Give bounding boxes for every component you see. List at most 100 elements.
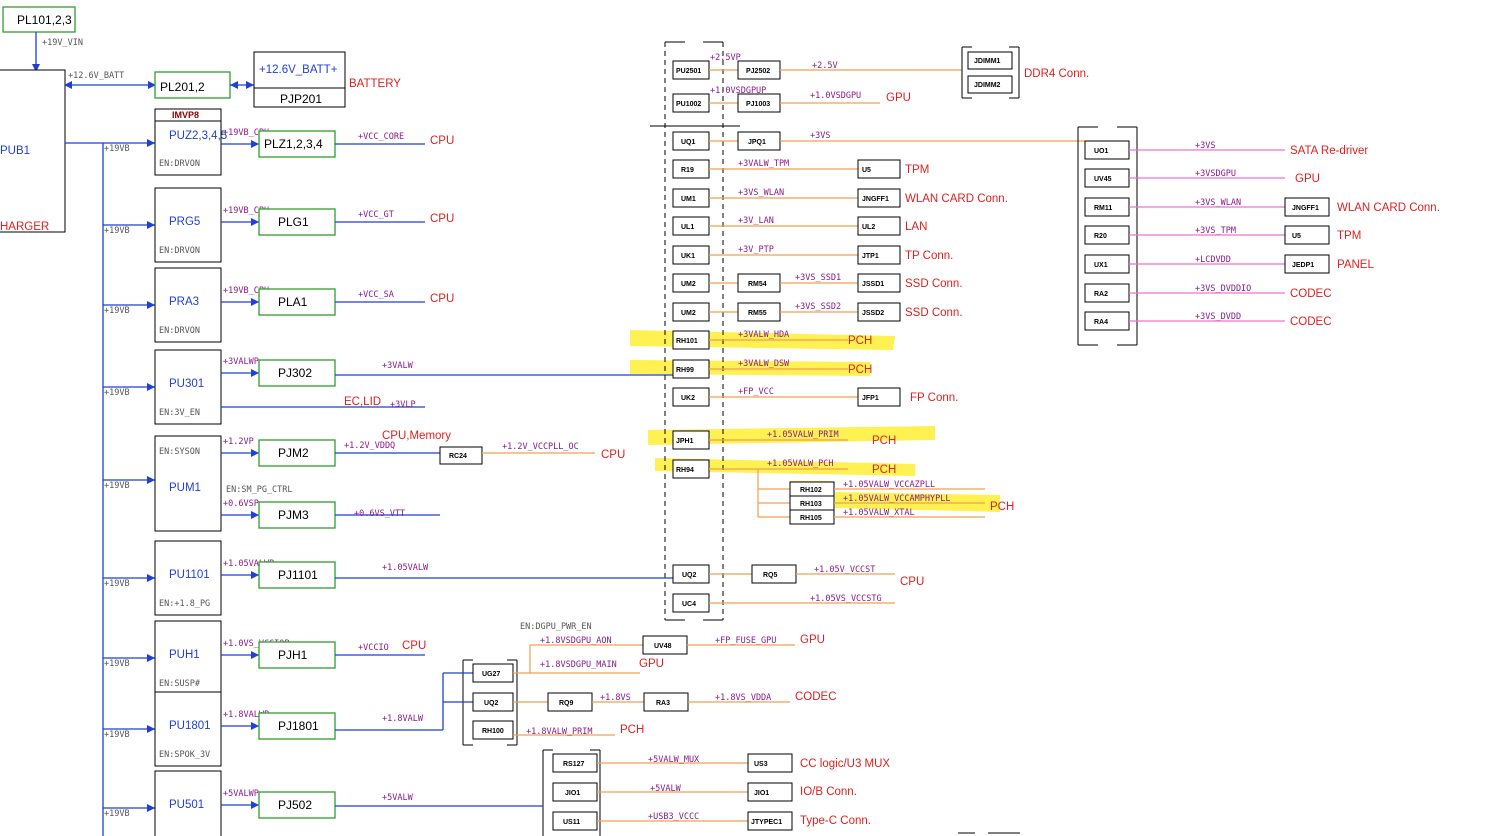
right-switch-ref: RA2 — [1094, 291, 1108, 298]
bus-net: +19VB — [104, 226, 130, 236]
switch-ref: UL1 — [681, 224, 694, 231]
right-net: +3VS_DVDD — [1195, 312, 1241, 322]
target-box — [857, 273, 901, 293]
rq5: RQ5 — [763, 572, 778, 579]
jio1b-box — [747, 782, 793, 802]
right-target-ref: JNGFF1 — [1292, 205, 1319, 212]
pch-18prim-dest: PCH — [620, 724, 644, 736]
output-box — [258, 712, 336, 740]
switch-ref: UK1 — [681, 253, 695, 260]
output-ref: PJ1801 — [278, 719, 319, 733]
enable-net: EN:SPOK_3V — [159, 750, 210, 760]
output-net: +1.8VALW — [382, 714, 424, 724]
ra3: RA3 — [656, 700, 670, 707]
target-ref: JTP1 — [862, 253, 879, 260]
switch-ref: R19 — [681, 167, 694, 174]
charger-box — [0, 69, 66, 233]
rh100-box — [472, 720, 514, 740]
pch-sub-ref: RH105 — [800, 515, 822, 522]
middle-frame — [650, 41, 740, 621]
controller-box — [154, 691, 222, 767]
output-ref: PLG1 — [278, 215, 309, 229]
row-net: +3VS_SSD1 — [795, 273, 841, 283]
controller-box — [154, 108, 222, 176]
switch-ref: UM1 — [681, 196, 696, 203]
vccst-group: UQ2 RQ5 +1.05V_VCCST UC4 +1.05VS_VCCSTG … — [335, 564, 924, 613]
target-box — [857, 302, 901, 322]
controller-box — [154, 267, 222, 343]
source-label: PL101,2,3 — [17, 13, 72, 27]
controller-ref: PU1801 — [169, 720, 211, 732]
net-5valw: +5VALW — [650, 784, 682, 794]
charger-label: HARGER — [0, 221, 49, 233]
enable-net: EN:+1.8_PG — [159, 599, 210, 609]
jdimm2-box — [967, 75, 1013, 94]
extra-dest: EC,LID — [344, 396, 381, 408]
input-net: +1.05VALWP — [223, 559, 274, 569]
output-dest: CPU — [402, 640, 426, 652]
output-net: +VCC_GT — [358, 210, 394, 220]
row-dest: SSD Conn. — [905, 307, 963, 319]
charger-ref: PUB1 — [0, 145, 30, 157]
pch-sub-net: +1.05VALW_VCCAZPLL — [843, 480, 935, 490]
output-dest: CPU — [430, 293, 454, 305]
controller-box — [154, 770, 222, 836]
rs127: RS127 — [563, 761, 585, 768]
controller-ref: PRA3 — [169, 296, 199, 308]
uv48: UV48 — [654, 643, 672, 650]
mid-ref: RC24 — [449, 453, 467, 460]
uc4: UC4 — [682, 601, 696, 608]
input-net: +3VALWP — [223, 357, 259, 367]
row-net: +1.05VALW_PRIM — [767, 430, 839, 440]
net-vccst: +1.05V_VCCST — [814, 565, 875, 575]
rq9: RQ9 — [559, 700, 574, 707]
output-box — [258, 359, 336, 387]
controller-ref: PUM1 — [169, 482, 201, 494]
row-net: +3VALW_TPM — [738, 159, 789, 169]
right-switch-ref: UO1 — [1094, 148, 1109, 155]
right-switch-ref: UV45 — [1094, 176, 1112, 183]
enable-net: EN:SYSON — [159, 447, 200, 457]
target-ref: UL2 — [862, 224, 875, 231]
pu1002: PU1002 — [676, 101, 701, 108]
switch-ref: JPH1 — [676, 438, 694, 445]
batt-net: +12.6V_BATT — [68, 71, 124, 81]
pch-sub-ref: RH103 — [800, 501, 822, 508]
output-ref: PLZ1,2,3,4 — [264, 137, 323, 151]
input-net: +5VALWP — [223, 789, 259, 799]
vin-net: +19V_VIN — [42, 38, 83, 48]
output-ref-2: PJM3 — [278, 508, 309, 522]
ddr-gpu-top: PU2501 +2.5VP PJ2502 +2.5V JDIMM1 JDIMM2… — [672, 46, 1089, 113]
net-fuse: +FP_FUSE_GPU — [715, 636, 776, 646]
switch-ref: RH99 — [676, 367, 694, 374]
source-box — [2, 6, 76, 33]
rh100: RH100 — [482, 728, 504, 735]
right-switch-ref: RA4 — [1094, 319, 1108, 326]
us3: US3 — [754, 761, 768, 768]
pch-sub-net: +1.05VALW_XTAL — [843, 508, 915, 518]
mid-box — [439, 446, 483, 465]
target-ref: JSSD2 — [862, 310, 884, 317]
output-net-2: +0.6VS_VTT — [354, 509, 405, 519]
controller-ref: PU501 — [169, 799, 204, 811]
output-dest: CPU,Memory — [382, 430, 451, 442]
right-target-box — [1284, 254, 1330, 274]
pj2502: PJ2502 — [746, 68, 770, 75]
right-dest: WLAN CARD Conn. — [1337, 202, 1440, 214]
us3-box — [747, 753, 793, 773]
right-net: +3VS — [1195, 141, 1215, 151]
target-ref: JSSD1 — [862, 281, 884, 288]
switch-ref: UK2 — [681, 395, 695, 402]
batt-label: BATTERY — [349, 78, 401, 90]
row-net: +1.05VALW_PCH — [767, 459, 834, 469]
right-net: +3VS_DVDDIO — [1195, 284, 1251, 294]
row-dest: PCH — [872, 435, 896, 447]
net-main: +1.8VSDGPU_MAIN — [540, 660, 617, 670]
